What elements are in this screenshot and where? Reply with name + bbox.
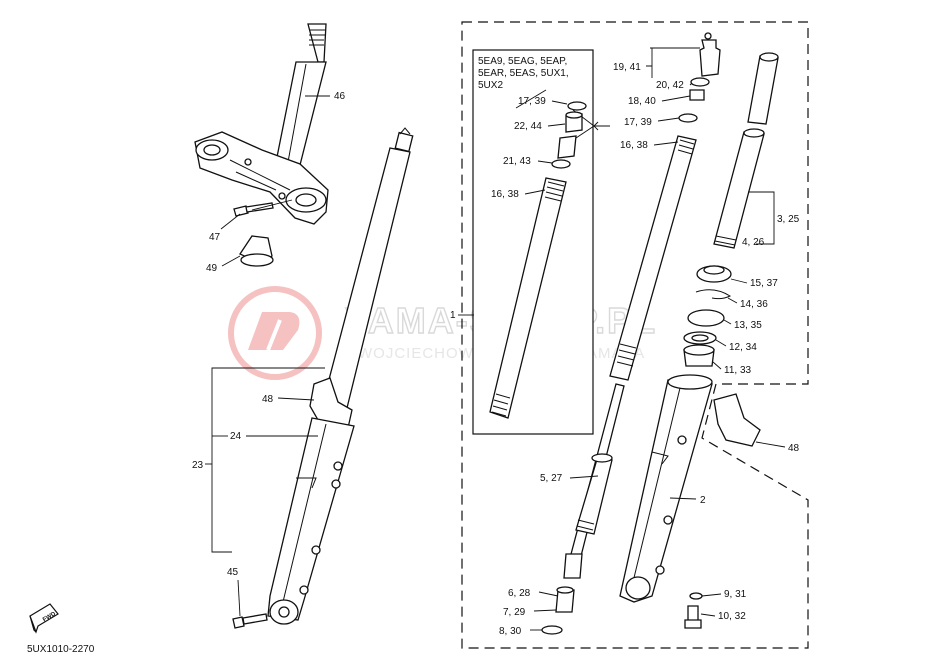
label-12-34: 12, 34 [729,342,757,353]
cap-49 [239,235,274,267]
label-48-right: 48 [788,443,800,454]
label-15-37: 15, 37 [750,278,778,289]
right-parts [541,32,779,635]
label-14-36: 14, 36 [740,299,768,310]
label-10-32: 10, 32 [718,611,746,622]
watermark-logo-icon [228,286,322,380]
label-9-31: 9, 31 [724,589,747,600]
label-17-39-right: 17, 39 [624,117,652,128]
label-3-25: 3, 25 [777,214,800,225]
label-18-40: 18, 40 [628,96,656,107]
label-13-35: 13, 35 [734,320,762,331]
label-11-33: 11, 33 [724,365,751,376]
label-47: 47 [209,232,221,243]
label-4-26: 4, 26 [742,237,765,248]
label-inset-16-38: 16, 38 [491,189,519,200]
steering-stem-assembly [194,23,329,225]
label-45: 45 [227,567,239,578]
inset-models-line-3: 5UX2 [478,80,503,91]
label-2: 2 [700,495,706,506]
label-16-38-right: 16, 38 [620,140,648,151]
pinch-bolt-47 [233,202,274,217]
label-20-42: 20, 42 [656,80,684,91]
diagram-code: 5UX1010-2270 [27,644,95,655]
fwd-arrow-icon: FWD [29,603,59,634]
label-19-41: 19, 41 [613,62,641,73]
label-inset-22-44: 22, 44 [514,121,542,132]
label-24: 24 [230,431,242,442]
label-23: 23 [192,460,204,471]
label-6-28: 6, 28 [508,588,531,599]
label-1: 1 [450,310,456,321]
label-5-27: 5, 27 [540,473,563,484]
label-inset-21-43: 21, 43 [503,156,531,167]
assembled-fork-23 [267,127,414,625]
label-48-left: 48 [262,394,274,405]
label-7-29: 7, 29 [503,607,526,618]
inset-parts [489,101,587,419]
label-8-30: 8, 30 [499,626,522,637]
label-46: 46 [334,91,346,102]
label-49: 49 [206,263,218,274]
label-inset-17-39: 17, 39 [518,96,546,107]
inset-models-line-2: 5EAR, 5EAS, 5UX1, [478,68,569,79]
bolt-45 [232,613,268,629]
exploded-view-boundary [461,21,809,649]
inset-models-line-1: 5EA9, 5EAG, 5EAP, [478,56,567,67]
